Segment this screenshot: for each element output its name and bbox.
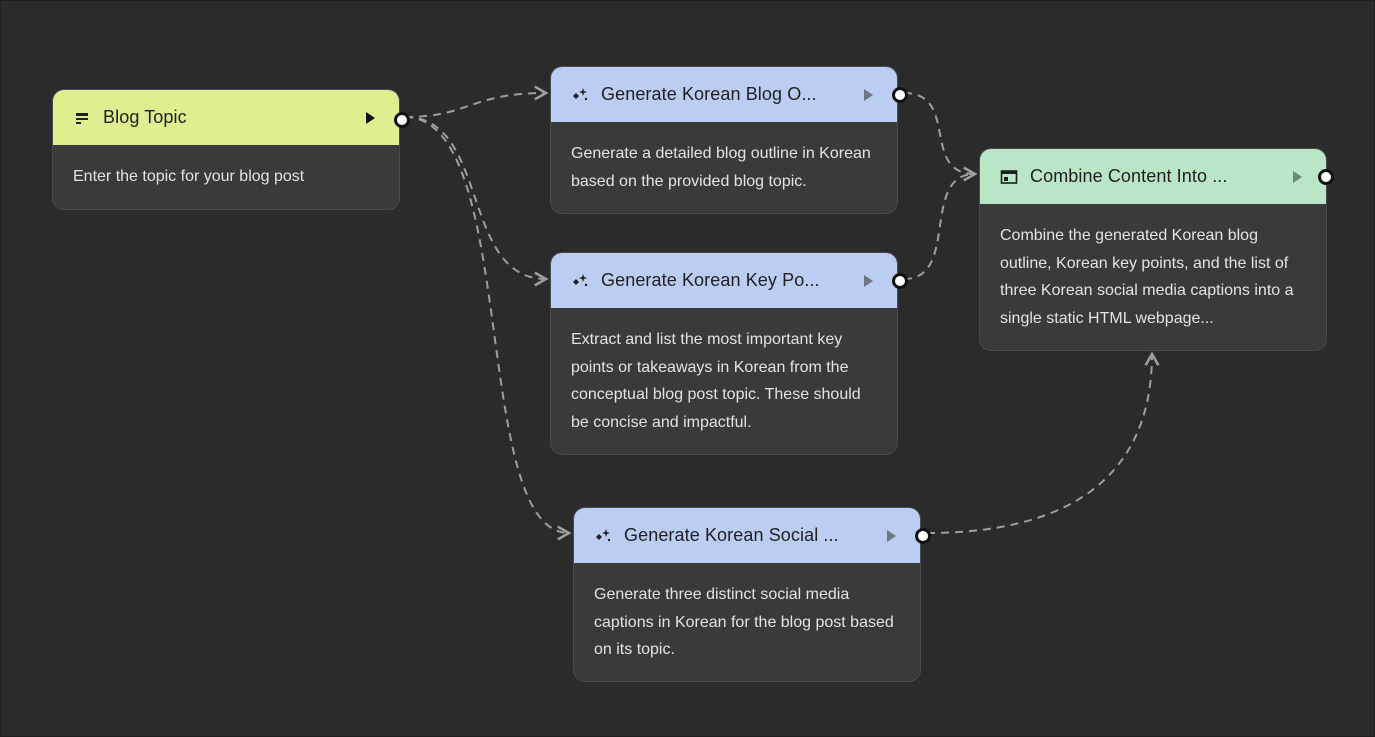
- node-description: Enter the topic for your blog post: [73, 168, 305, 185]
- output-port[interactable]: [1318, 169, 1334, 185]
- node-description: Extract and list the most important key …: [571, 331, 861, 431]
- node-header[interactable]: Generate Korean Key Po...: [551, 253, 897, 308]
- run-button[interactable]: [857, 270, 879, 292]
- node-title: Generate Korean Social ...: [624, 525, 839, 545]
- run-button[interactable]: [880, 525, 902, 547]
- play-icon: [863, 88, 873, 101]
- play-icon: [863, 274, 873, 287]
- node-header[interactable]: Generate Korean Social ...: [574, 508, 920, 563]
- output-port[interactable]: [892, 87, 908, 103]
- node-header[interactable]: Generate Korean Blog O...: [551, 67, 897, 122]
- node-header[interactable]: Blog Topic: [53, 90, 399, 145]
- node-generate-social[interactable]: Generate Korean Social ... Generate thre…: [573, 507, 931, 682]
- sparkle-icon: [594, 527, 612, 545]
- output-port[interactable]: [915, 528, 931, 544]
- node-title: Generate Korean Key Po...: [601, 270, 820, 290]
- play-icon: [1292, 170, 1302, 183]
- node-generate-key-points[interactable]: Generate Korean Key Po... Extract and li…: [550, 252, 908, 455]
- play-icon: [886, 529, 896, 542]
- node-title: Combine Content Into ...: [1030, 166, 1228, 186]
- node-blog-topic[interactable]: Blog Topic Enter the topic for your blog…: [52, 89, 410, 210]
- output-port[interactable]: [394, 112, 410, 128]
- node-description: Generate three distinct social media cap…: [594, 586, 894, 658]
- sparkle-icon: [571, 272, 589, 290]
- run-button[interactable]: [857, 84, 879, 106]
- node-title: Blog Topic: [103, 107, 187, 127]
- node-combine-content[interactable]: Combine Content Into ... Combine the gen…: [979, 148, 1334, 351]
- sparkle-icon: [571, 86, 589, 104]
- run-button[interactable]: [359, 107, 381, 129]
- node-description: Combine the generated Korean blog outlin…: [1000, 227, 1294, 327]
- output-port[interactable]: [892, 273, 908, 289]
- node-title: Generate Korean Blog O...: [601, 84, 817, 104]
- web-page-icon: [1000, 168, 1018, 186]
- play-icon: [365, 111, 375, 124]
- node-generate-outline[interactable]: Generate Korean Blog O... Generate a det…: [550, 66, 908, 214]
- input-text-icon: [73, 109, 91, 127]
- node-header[interactable]: Combine Content Into ...: [980, 149, 1326, 204]
- run-button[interactable]: [1286, 166, 1308, 188]
- node-description: Generate a detailed blog outline in Kore…: [571, 145, 871, 190]
